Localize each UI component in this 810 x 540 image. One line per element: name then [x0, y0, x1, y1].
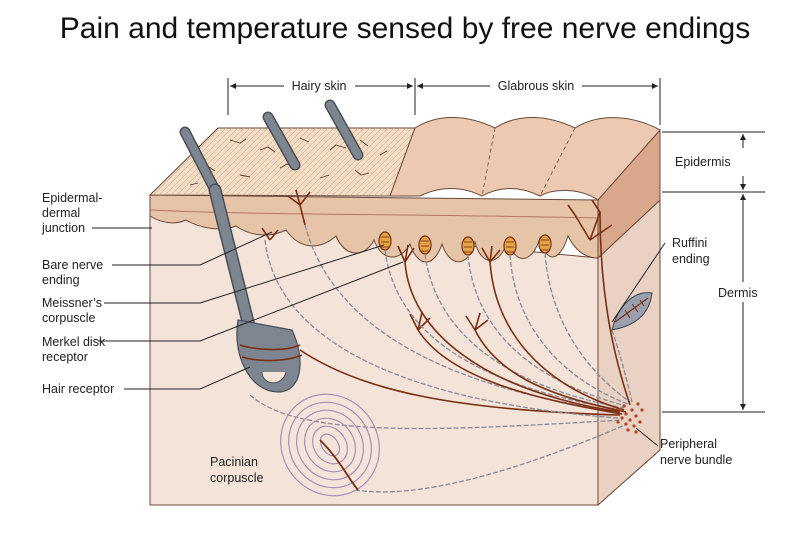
- ruffini-ending-label: Ruffini ending: [672, 236, 711, 266]
- page-title: Pain and temperature sensed by free nerv…: [59, 12, 751, 45]
- hair-follicle: [208, 183, 301, 393]
- meissners-corpuscle-label: Meissner’s corpuscle: [42, 296, 105, 325]
- myelinated-fibers: [249, 224, 631, 493]
- left-leader-lines: [92, 227, 666, 447]
- glabrous-skin-surface: [389, 117, 661, 201]
- epidermis-label: Epidermis: [675, 155, 731, 169]
- meissners-corpuscles: [378, 231, 552, 256]
- bare-nerve-ending-label: Bare nerve ending: [42, 258, 107, 287]
- hairy-skin-label: Hairy skin: [292, 79, 347, 93]
- peripheral-nerve-bundle: [616, 402, 644, 434]
- unmyelinated-fibers: [404, 211, 631, 415]
- right-dimension-lines: [662, 131, 765, 413]
- meissner-coils: [381, 236, 549, 253]
- hair-receptor-label: Hair receptor: [42, 382, 114, 396]
- merkel-disk-receptor-label: Merkel disk receptor: [42, 335, 109, 364]
- span-markers: [227, 78, 661, 125]
- hair-shafts: [179, 99, 364, 196]
- glabrous-skin-label: Glabrous skin: [498, 79, 574, 93]
- hair-receptor-nerve: [239, 344, 621, 416]
- pacinian-corpuscle-label: Pacinian corpuscle: [210, 455, 264, 485]
- pacinian-axon: [319, 439, 359, 491]
- merkel-disk-receptors: [397, 244, 501, 331]
- dermis-label: Dermis: [718, 286, 758, 300]
- epidermal-dermal-junction-label: Epidermal- dermal junction: [41, 191, 106, 235]
- pacinian-corpuscle: [280, 393, 380, 497]
- peripheral-nerve-bundle-label: Peripheral nerve bundle: [660, 437, 732, 467]
- bare-nerve-endings: [261, 189, 613, 241]
